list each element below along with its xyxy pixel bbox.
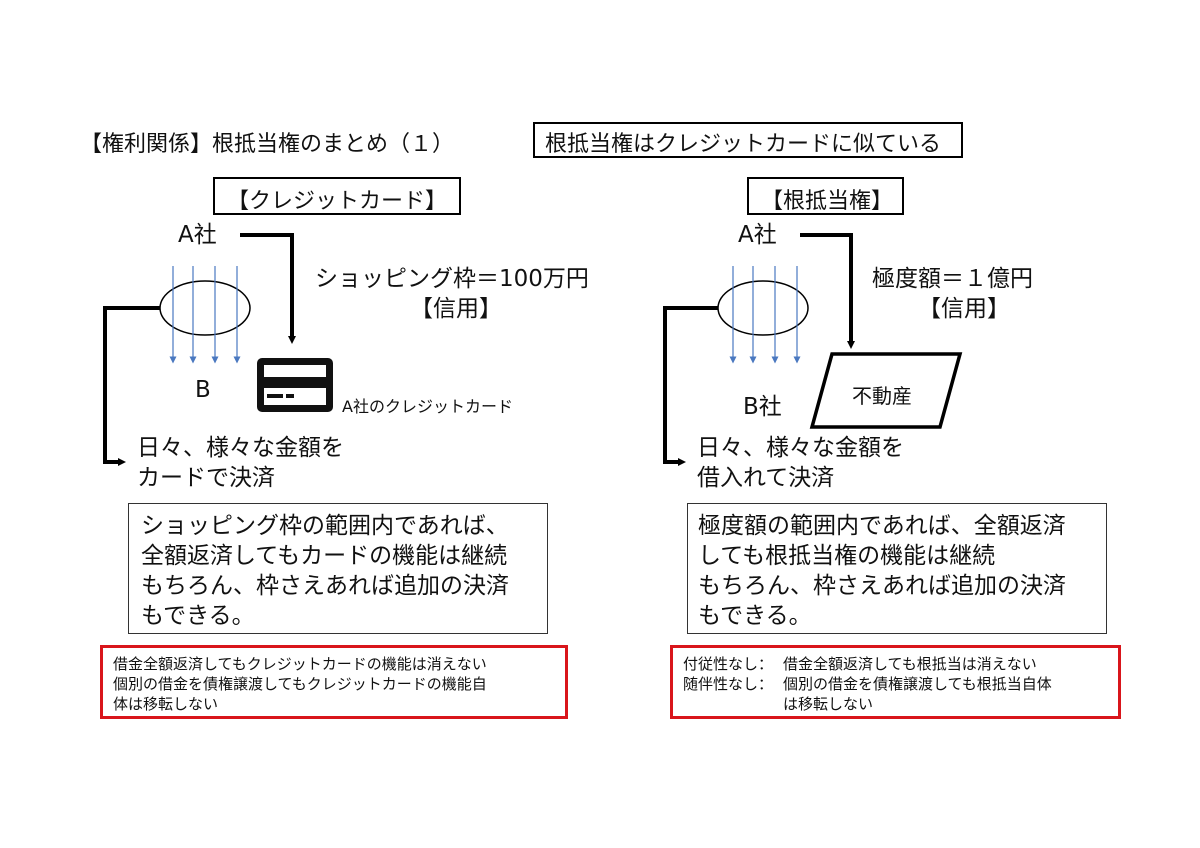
explanation-line: ショッピング枠の範囲内であれば、: [141, 513, 509, 539]
collateral-label: 不動産: [852, 384, 912, 408]
subtitle: 根抵当権はクレジットカードに似ている: [545, 132, 942, 157]
note-line: 随伴性なし： 個別の借金を債権譲渡しても根抵当自体: [683, 674, 1118, 694]
note-text: は移転しない: [783, 695, 874, 713]
page-title: 【権利関係】根抵当権のまとめ（１）: [80, 132, 455, 157]
subtitle-box: 根抵当権はクレジットカードに似ている: [533, 122, 963, 158]
credit-card-heading-box: 【クレジットカード】: [213, 177, 461, 215]
blue-arrows-right: [729, 266, 801, 364]
note-label: 付従性なし：: [683, 655, 774, 673]
note-line: 個別の借金を債権譲渡してもクレジットカードの機能自: [113, 675, 487, 693]
company-b-right: B社: [743, 394, 782, 420]
company-a-left: A社: [178, 222, 217, 248]
mortgage-heading: 【根抵当権】: [761, 189, 894, 214]
explanation-line: 極度額の範囲内であれば、全額返済: [698, 513, 1066, 539]
usage-left: 日々、様々な金額を カードで決済: [137, 433, 344, 493]
usage-line: 借入れて決済: [697, 465, 835, 491]
mortgage-heading-box: 【根抵当権】: [747, 177, 904, 215]
card-label: A社のクレジットカード: [342, 397, 513, 416]
usage-right: 日々、様々な金額を 借入れて決済: [697, 433, 904, 493]
usage-arrow-right: [663, 306, 718, 466]
explanation-line: しても根抵当権の機能は継続: [698, 543, 996, 569]
credit-label-left: 【信用】: [410, 296, 502, 322]
shopping-limit: ショッピング枠＝100万円: [315, 266, 589, 292]
blue-arrows-left: [169, 266, 241, 364]
usage-line: 日々、様々な金額を: [697, 435, 904, 461]
notes-box-left: 借金全額返済してもクレジットカードの機能は消えない 個別の借金を債権譲渡してもク…: [100, 645, 568, 719]
credit-flow-arrow-right: [800, 233, 855, 349]
note-line: は移転しない: [683, 694, 1118, 714]
explanation-line: もできる。: [698, 603, 812, 629]
credit-flow-arrow-left: [240, 233, 296, 344]
explanation-box-right: 極度額の範囲内であれば、全額返済 しても根抵当権の機能は継続 もちろん、枠さえあ…: [687, 503, 1107, 634]
explanation-line: 全額返済してもカードの機能は継続: [141, 543, 508, 569]
note-line: 借金全額返済してもクレジットカードの機能は消えない: [113, 655, 487, 673]
explanation-box-left: ショッピング枠の範囲内であれば、 全額返済してもカードの機能は継続 もちろん、枠…: [128, 503, 548, 634]
credit-card-heading: 【クレジットカード】: [227, 189, 448, 214]
maximum-amount: 極度額＝１億円: [872, 266, 1033, 292]
usage-line: 日々、様々な金額を: [137, 435, 344, 461]
explanation-line: もちろん、枠さえあれば追加の決済: [141, 573, 509, 599]
company-b-left: B: [195, 377, 211, 403]
credit-card-icon: [257, 358, 333, 412]
note-text: 借金全額返済しても根抵当は消えない: [783, 655, 1037, 673]
note-text: 個別の借金を債権譲渡しても根抵当自体: [783, 675, 1052, 693]
real-estate-parallelogram: [809, 352, 963, 429]
flow-ellipse-right: [717, 280, 809, 336]
company-a-right: A社: [738, 222, 777, 248]
credit-label-right: 【信用】: [918, 296, 1010, 322]
usage-arrow-left: [103, 306, 160, 466]
explanation-line: もちろん、枠さえあれば追加の決済: [698, 573, 1066, 599]
note-line: 体は移転しない: [113, 695, 219, 713]
notes-box-right: 付従性なし： 借金全額返済しても根抵当は消えない 随伴性なし： 個別の借金を債権譲渡…: [670, 645, 1121, 719]
explanation-line: もできる。: [141, 603, 255, 629]
usage-line: カードで決済: [137, 465, 275, 491]
note-label: 随伴性なし：: [683, 675, 774, 693]
note-line: 付従性なし： 借金全額返済しても根抵当は消えない: [683, 654, 1118, 674]
